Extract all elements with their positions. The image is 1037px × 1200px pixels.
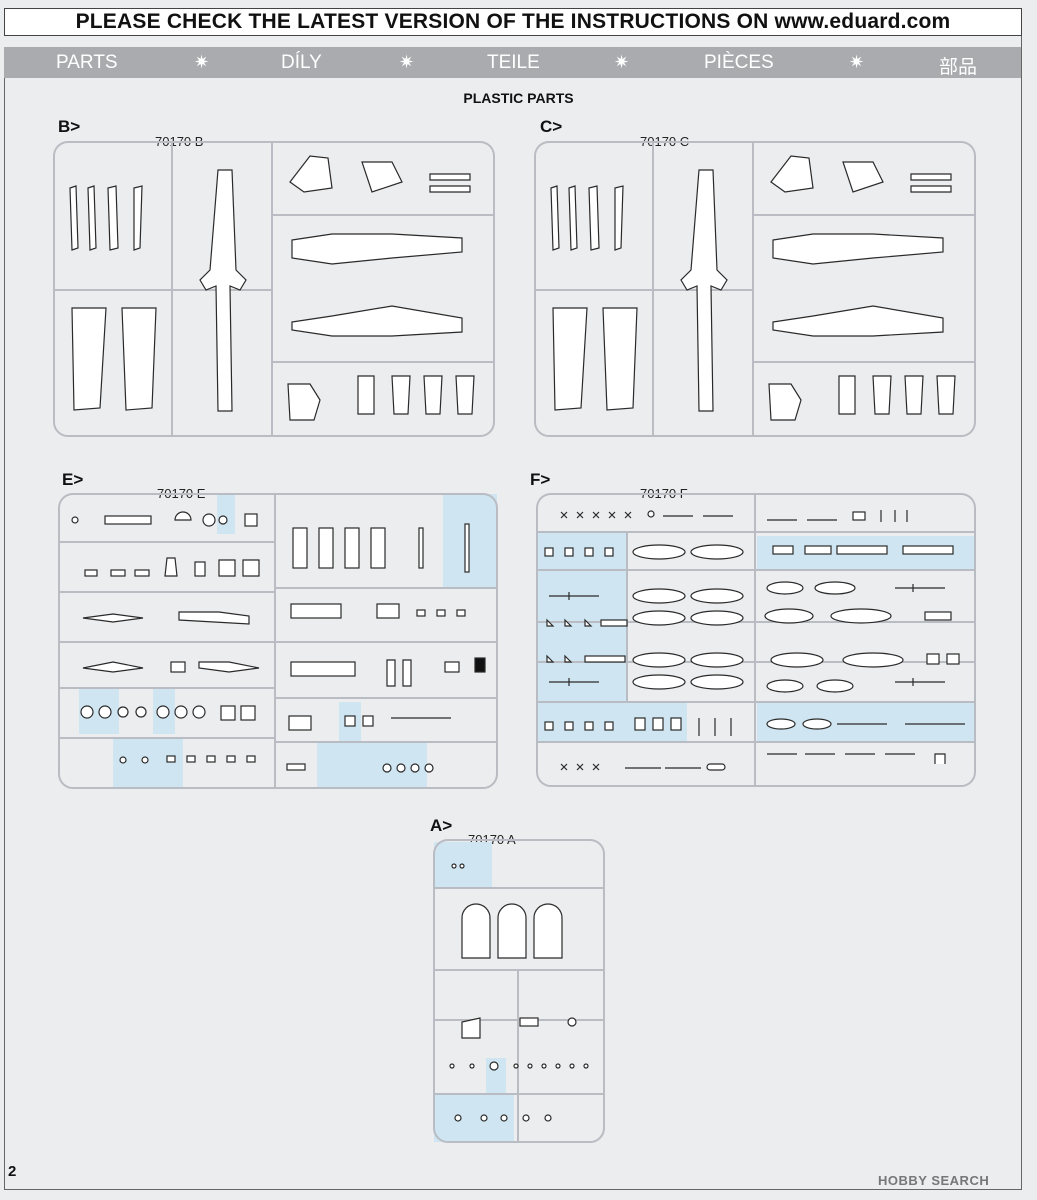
latest-version-notice: PLEASE CHECK THE LATEST VERSION OF THE I… bbox=[4, 8, 1022, 36]
sprue-f-diagram bbox=[536, 493, 976, 787]
page-frame-right bbox=[1021, 36, 1022, 1190]
separator-icon: ✷ bbox=[849, 52, 865, 72]
sprue-a-diagram bbox=[433, 839, 605, 1143]
lang-parts: PARTS bbox=[56, 52, 118, 73]
sprue-c-diagram bbox=[534, 141, 976, 437]
page-number: 2 bbox=[8, 1163, 17, 1180]
language-bar: PARTS ✷ DÍLY ✷ TEILE ✷ PIÈCES ✷ 部品 bbox=[4, 47, 1022, 78]
sprue-b-label: B> bbox=[58, 117, 81, 136]
separator-icon: ✷ bbox=[614, 52, 630, 72]
section-title: PLASTIC PARTS bbox=[463, 90, 574, 106]
separator-icon: ✷ bbox=[194, 52, 210, 72]
separator-icon: ✷ bbox=[399, 52, 415, 72]
page-frame-bottom bbox=[4, 1189, 1022, 1190]
lang-pieces: PIÈCES bbox=[704, 52, 774, 73]
sprue-b-diagram bbox=[53, 141, 495, 437]
sprue-c-label: C> bbox=[540, 117, 563, 136]
watermark: HOBBY SEARCH bbox=[878, 1173, 990, 1188]
sprue-e-label: E> bbox=[62, 470, 84, 489]
sprue-f-label: F> bbox=[530, 470, 551, 489]
sprue-e-diagram bbox=[58, 493, 498, 789]
page-frame-left bbox=[4, 78, 5, 1190]
lang-teile: TEILE bbox=[487, 52, 540, 73]
sprue-a-label: A> bbox=[430, 816, 453, 835]
lang-dily: DÍLY bbox=[281, 52, 322, 73]
lang-japanese: 部品 bbox=[939, 57, 978, 78]
